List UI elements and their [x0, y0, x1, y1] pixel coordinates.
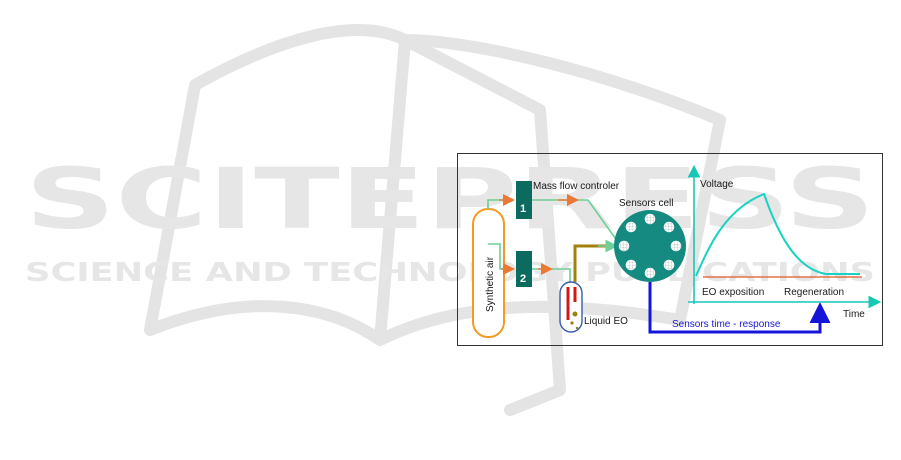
regeneration-label: Regeneration: [784, 287, 844, 298]
liquid-eo-label: Liquid EO: [584, 316, 628, 327]
sensors-cell-label: Sensors cell: [619, 198, 673, 209]
mfc-1-number: 1: [520, 203, 526, 215]
eo-to-cell-line: [575, 246, 608, 282]
synthetic-air-label: Synthetic air: [485, 256, 496, 312]
voltage-label: Voltage: [700, 179, 734, 190]
figure-frame: Synthetic air 1 2 Mass flow controler Li…: [457, 153, 883, 346]
sensors-response-label: Sensors time - response: [672, 319, 781, 330]
mfc-label: Mass flow controler: [533, 181, 620, 192]
time-label: Time: [843, 309, 865, 320]
response-curve: [696, 194, 860, 276]
experimental-setup-diagram: Synthetic air 1 2 Mass flow controler Li…: [458, 154, 884, 347]
air-to-mfc1-line: [488, 200, 514, 209]
mfc-2-number: 2: [520, 273, 526, 285]
liquid-eo-vessel: [560, 282, 582, 332]
mfc2-to-eo-line: [532, 269, 570, 282]
eo-exposition-label: EO exposition: [702, 287, 764, 298]
mfc1-to-cell-line: [532, 200, 618, 242]
